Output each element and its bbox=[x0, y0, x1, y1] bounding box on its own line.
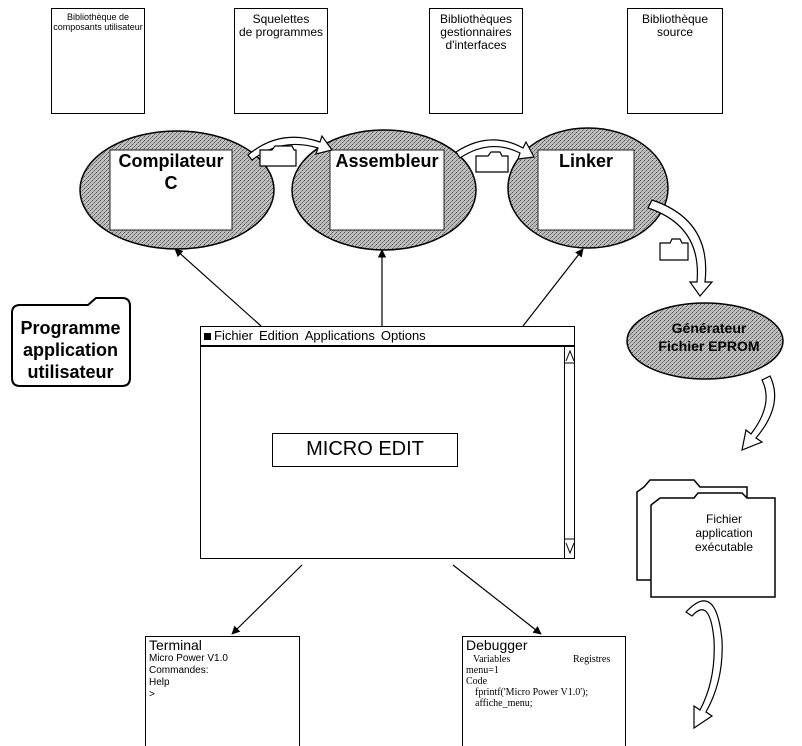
user-program-label: Programme application utilisateur bbox=[20, 318, 121, 382]
terminal-title: Terminal bbox=[149, 637, 202, 653]
library-program-skeletons-title: Squelettes de programmes bbox=[238, 12, 324, 39]
micro-edit-title: MICRO EDIT bbox=[272, 433, 458, 467]
library-interface-managers: Bibliothèques gestionnaires d'interfaces bbox=[429, 8, 523, 114]
library-source: Bibliothèque source bbox=[627, 8, 723, 114]
library-source-title: Bibliothèque source bbox=[641, 12, 709, 39]
arrow-editor-to-terminal bbox=[231, 564, 303, 635]
user-program-box: Programme application utilisateur bbox=[12, 300, 129, 384]
folder-icon bbox=[659, 238, 689, 261]
flow-arrow-linker-eprom bbox=[647, 199, 714, 297]
terminal-line: Help bbox=[149, 677, 170, 688]
executable-file-label: Fichier application exécutable bbox=[694, 512, 754, 554]
linker-screen bbox=[537, 149, 635, 231]
eprom-generator-label: Générateur Fichier EPROM bbox=[658, 320, 760, 354]
flow-arrow-eprom-executable bbox=[741, 375, 776, 451]
flow-arrow-executable-debug bbox=[685, 600, 723, 730]
terminal-window[interactable]: Terminal Micro Power V1.0 Commandes: Hel… bbox=[145, 636, 300, 746]
terminal-line: Commandes: bbox=[149, 665, 209, 676]
scrollbar-arrows bbox=[565, 349, 575, 555]
library-user-components: Bibliothèque de composants utilisateur bbox=[51, 8, 145, 114]
compiler-screen bbox=[109, 149, 233, 231]
user-program-folder bbox=[11, 297, 131, 387]
window-menu-icon[interactable] bbox=[204, 333, 211, 341]
menu-item-fichier[interactable]: Fichier bbox=[214, 328, 254, 343]
linker-label: Linker bbox=[558, 151, 614, 171]
arrow-editor-to-linker bbox=[522, 248, 584, 327]
debugger-variable-value: menu=1 bbox=[466, 665, 499, 676]
debugger-code-line: affiche_menu; bbox=[475, 698, 533, 709]
editor-scrollbar[interactable] bbox=[564, 347, 575, 558]
folder-icon bbox=[259, 145, 297, 167]
debugger-code-line: fprintf('Micro Power V1.0'); bbox=[475, 687, 589, 698]
editor-menu-bar: Fichier Edition Applications Options bbox=[200, 326, 575, 346]
executable-folder-icon bbox=[636, 479, 776, 598]
assembler-label: Assembleur bbox=[335, 151, 439, 171]
menu-item-applications[interactable]: Applications bbox=[304, 328, 375, 343]
menu-item-edition[interactable]: Edition bbox=[259, 328, 299, 343]
library-user-components-title: Bibliothèque de composants utilisateur bbox=[53, 12, 143, 32]
compiler-label: Compilateur C bbox=[118, 151, 224, 193]
eprom-oval bbox=[626, 302, 784, 380]
debugger-code-heading: Code bbox=[466, 676, 488, 687]
arrow-editor-to-debugger bbox=[452, 564, 542, 635]
debugger-window[interactable]: Debugger Variables Registres menu=1 Code… bbox=[462, 636, 626, 746]
terminal-line: Micro Power V1.0 bbox=[149, 653, 228, 664]
assembler-screen bbox=[329, 149, 445, 231]
arrow-editor-to-compiler bbox=[174, 248, 262, 327]
terminal-prompt: > bbox=[149, 689, 155, 700]
debugger-registers-heading: Registres bbox=[573, 654, 611, 665]
library-interface-managers-title: Bibliothèques gestionnaires d'interfaces bbox=[439, 12, 513, 52]
debugger-columns: Variables Registres bbox=[463, 653, 625, 665]
library-program-skeletons: Squelettes de programmes bbox=[234, 8, 328, 114]
flow-arrow-assembler-linker bbox=[455, 139, 535, 160]
menu-item-options[interactable]: Options bbox=[380, 328, 426, 343]
folder-icon bbox=[475, 151, 509, 173]
editor-window[interactable] bbox=[200, 346, 575, 559]
debugger-variables-heading: Variables bbox=[473, 654, 511, 665]
debugger-title: Debugger bbox=[466, 637, 528, 653]
